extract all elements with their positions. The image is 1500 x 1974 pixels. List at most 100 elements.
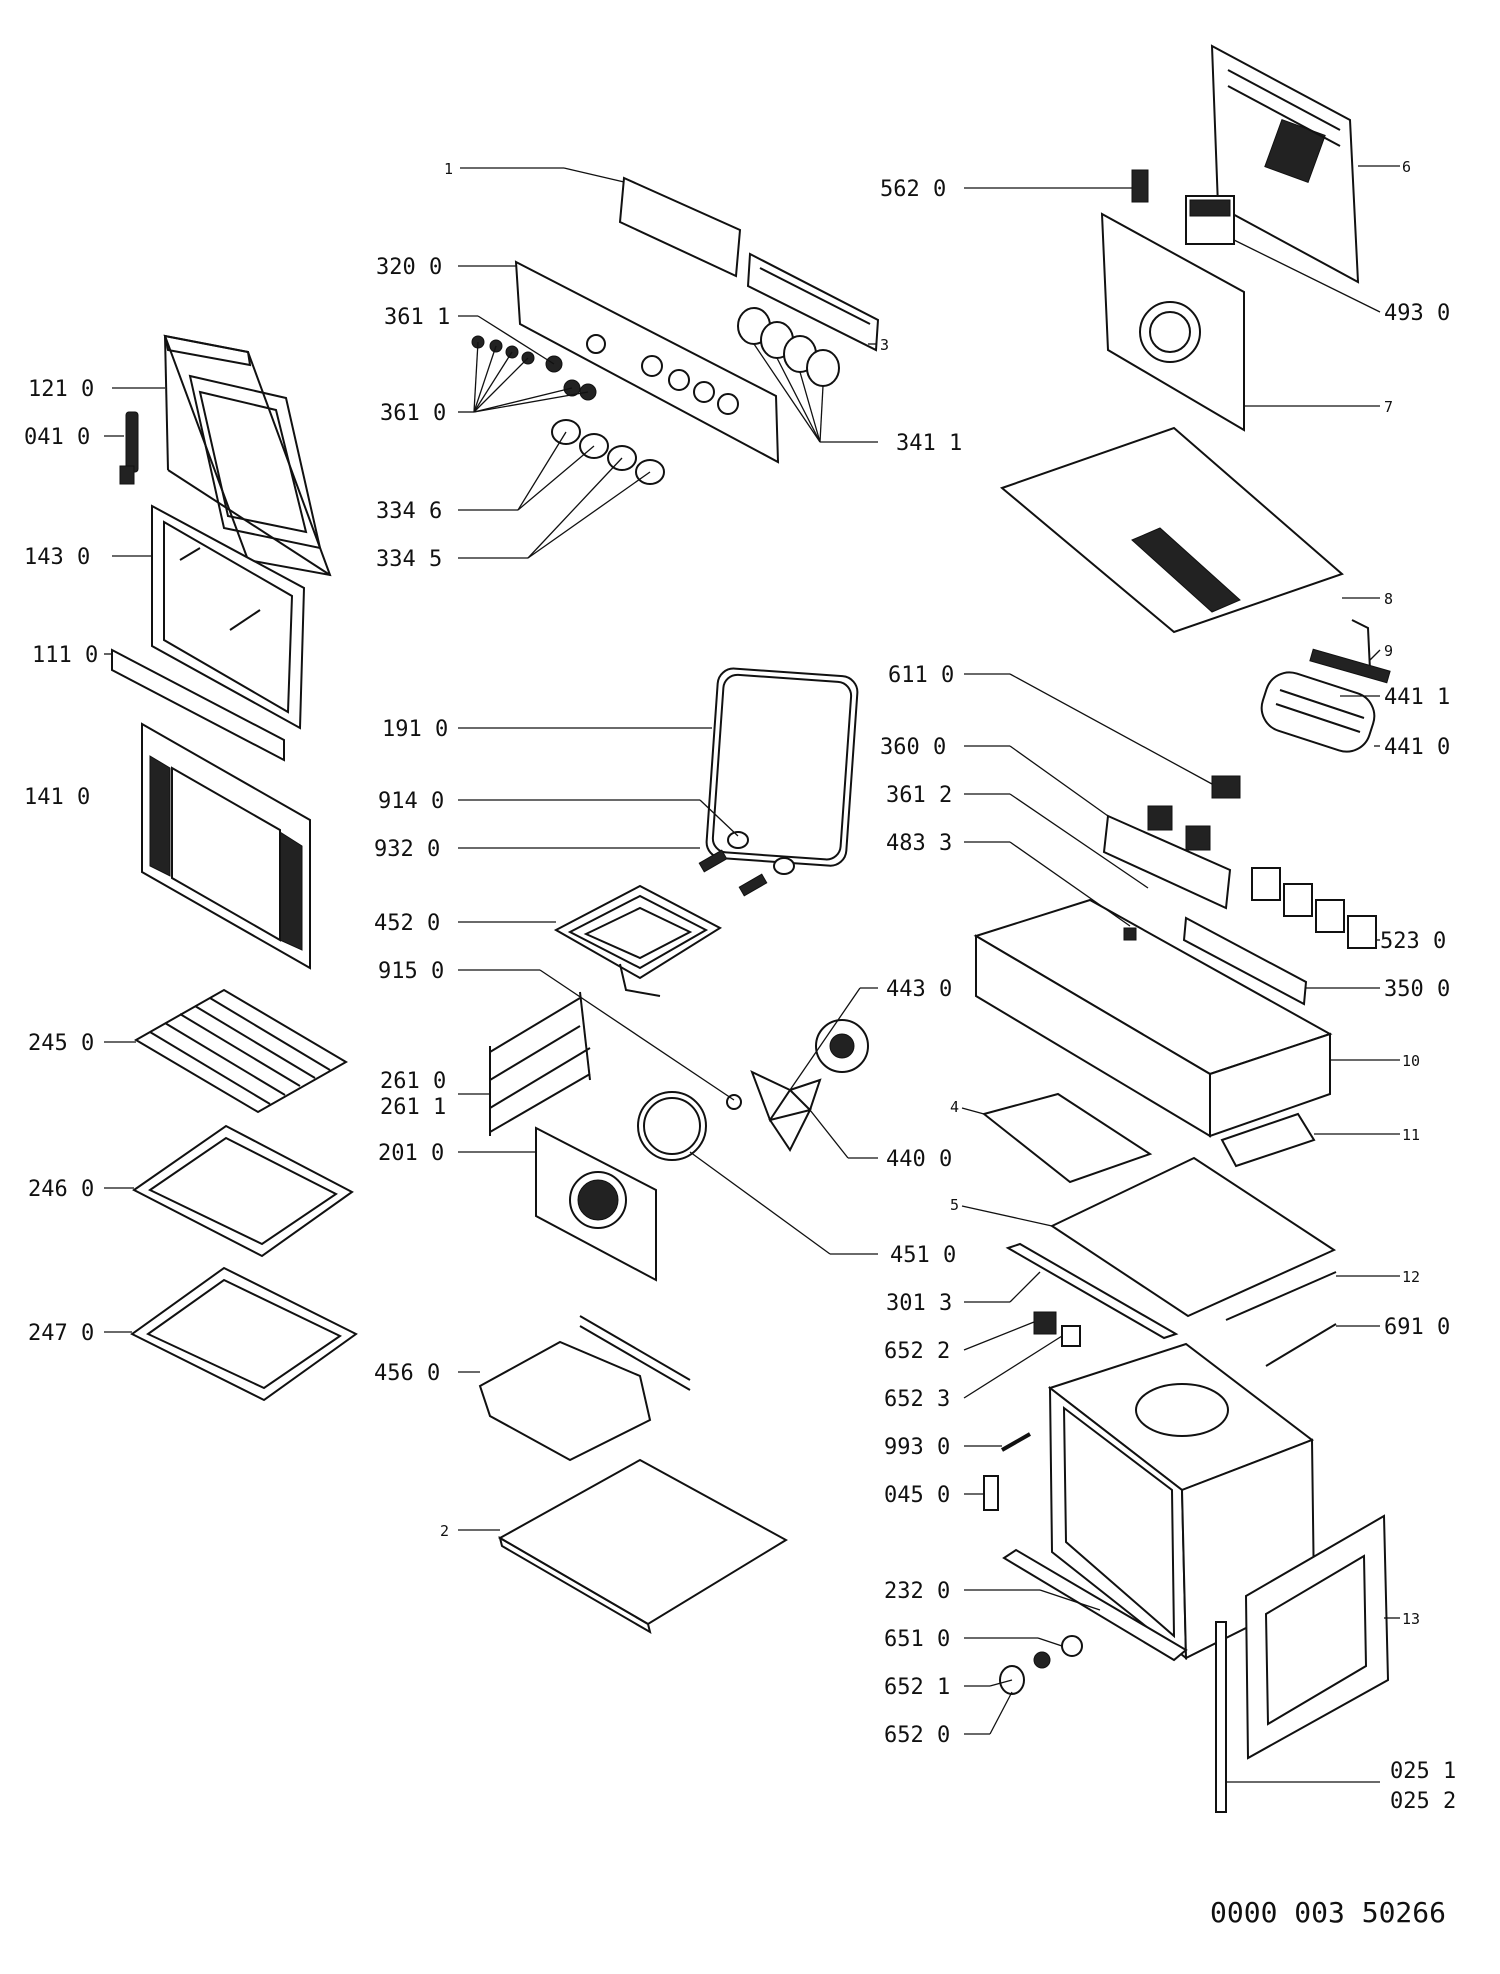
callout-914: 914 0 (378, 789, 444, 814)
part-relay-611 (1211, 775, 1241, 799)
callout-261-1: 261 1 (380, 1095, 446, 1120)
part-sensor-12-691 (1225, 1271, 1337, 1367)
callout-334-6: 334 6 (376, 499, 442, 524)
callout-611: 611 0 (888, 663, 954, 688)
callout-993: 993 0 (884, 1435, 950, 1460)
callout-1: 1 (444, 160, 453, 178)
callout-562: 562 0 (880, 177, 946, 202)
part-relays-523 (1251, 867, 1377, 949)
part-lamp-652 (1033, 1311, 1081, 1347)
callout-025-1: 025 1 (1390, 1759, 1456, 1784)
callout-labels-left: 121 0 041 0 143 0 111 0 141 0 245 0 246 … (24, 377, 98, 1346)
part-bracket-4 (981, 1092, 1153, 1184)
document-number: 0000 003 50266 (1210, 1896, 1446, 1929)
callout-301-3: 301 3 (886, 1291, 952, 1316)
callout-141: 141 0 (24, 785, 90, 810)
part-fittings-914-932 (698, 831, 795, 897)
part-knobs-341 (737, 307, 840, 387)
callout-932: 932 0 (374, 837, 440, 862)
callout-361-0: 361 0 (380, 401, 446, 426)
callout-121: 121 0 (28, 377, 94, 402)
callout-045: 045 0 (884, 1483, 950, 1508)
callout-labels-center: 1 320 0 361 1 361 0 3 341 1 334 6 334 5 … (374, 160, 962, 1540)
part-side-panel-13 (1244, 1514, 1390, 1760)
leader-lines (104, 165, 1400, 1783)
part-knob-651-652 (999, 1635, 1083, 1695)
callout-111: 111 0 (32, 643, 98, 668)
part-clip-045 (983, 1475, 999, 1511)
part-fan-cover-201 (535, 1126, 657, 1282)
callout-12: 12 (1402, 1268, 1420, 1286)
part-ring-element-451 (637, 1091, 707, 1161)
part-rear-cover-6 (1210, 44, 1360, 284)
callout-041: 041 0 (24, 425, 90, 450)
part-fan-motor-443-440 (726, 1019, 869, 1152)
callout-labels-right: 562 0 6 493 0 7 8 9 611 0 441 1 441 0 36… (880, 158, 1456, 1814)
part-transformer-493 (1185, 195, 1235, 245)
callout-452: 452 0 (374, 911, 440, 936)
callout-191: 191 0 (382, 717, 448, 742)
callout-2: 2 (440, 1522, 449, 1540)
callout-245: 245 0 (28, 1031, 94, 1056)
part-base-plate-2 (497, 1458, 788, 1635)
callout-915: 915 0 (378, 959, 444, 984)
callout-6: 6 (1402, 158, 1411, 176)
callout-8: 8 (1384, 590, 1393, 608)
callout-11: 11 (1402, 1126, 1420, 1144)
part-shelf-rails-261 (489, 991, 591, 1136)
callout-261-0: 261 0 (380, 1069, 446, 1094)
callout-025-2: 025 2 (1390, 1789, 1456, 1814)
callout-652-2: 652 2 (884, 1339, 950, 1364)
part-terminal-block-350 (1182, 916, 1308, 1006)
part-inner-glass-143 (151, 504, 306, 730)
part-control-panel-320 (514, 260, 780, 464)
part-bracket-562 (1131, 169, 1149, 203)
part-control-plate-1 (618, 176, 742, 278)
part-screw-993 (1001, 1432, 1031, 1452)
callout-360: 360 0 (880, 735, 946, 760)
part-panel-5 (1049, 1156, 1337, 1318)
part-grill-element-452 (553, 884, 723, 997)
callout-441-0: 441 0 (1384, 735, 1450, 760)
callout-361-2: 361 2 (886, 783, 952, 808)
part-hinge-strip-025 (1215, 1621, 1227, 1813)
callout-232: 232 0 (884, 1579, 950, 1604)
part-strip-301 (1005, 1242, 1179, 1340)
part-housing-10 (973, 898, 1333, 1138)
part-board-3 (746, 252, 880, 352)
callout-523: 523 0 (1380, 929, 1446, 954)
part-back-wall-7 (1100, 212, 1245, 432)
part-plate-11 (1220, 1112, 1316, 1168)
callout-334-5: 334 5 (376, 547, 442, 572)
callout-5: 5 (950, 1196, 959, 1214)
callout-652-0: 652 0 (884, 1723, 950, 1748)
callout-246: 246 0 (28, 1177, 94, 1202)
callout-320: 320 0 (376, 255, 442, 280)
callout-456: 456 0 (374, 1361, 440, 1386)
part-tray-247 (130, 1266, 358, 1402)
callout-13: 13 (1402, 1610, 1420, 1628)
part-top-cover-8 (1000, 426, 1344, 634)
part-door-frame-121 (163, 334, 332, 577)
parts-drawings (111, 44, 1391, 1813)
callout-652-1: 652 1 (884, 1675, 950, 1700)
callout-441-1: 441 1 (1384, 685, 1450, 710)
part-strip-111 (111, 648, 285, 762)
part-hinge-041 (119, 411, 139, 485)
part-control-board-360 (1102, 805, 1232, 910)
callout-143: 143 0 (24, 545, 90, 570)
callout-10: 10 (1402, 1052, 1420, 1070)
part-strip-232 (1002, 1548, 1188, 1662)
callout-691: 691 0 (1384, 1315, 1450, 1340)
callout-361-1: 361 1 (384, 305, 450, 330)
callout-9: 9 (1384, 642, 1393, 660)
part-tray-246 (132, 1124, 354, 1258)
callout-651: 651 0 (884, 1627, 950, 1652)
callout-652-3: 652 3 (884, 1387, 950, 1412)
part-tangential-fan-441 (1260, 648, 1391, 753)
callout-3: 3 (880, 336, 889, 354)
part-bottom-element-456 (478, 1315, 691, 1462)
callout-451: 451 0 (890, 1243, 956, 1268)
callout-483-3: 483 3 (886, 831, 952, 856)
